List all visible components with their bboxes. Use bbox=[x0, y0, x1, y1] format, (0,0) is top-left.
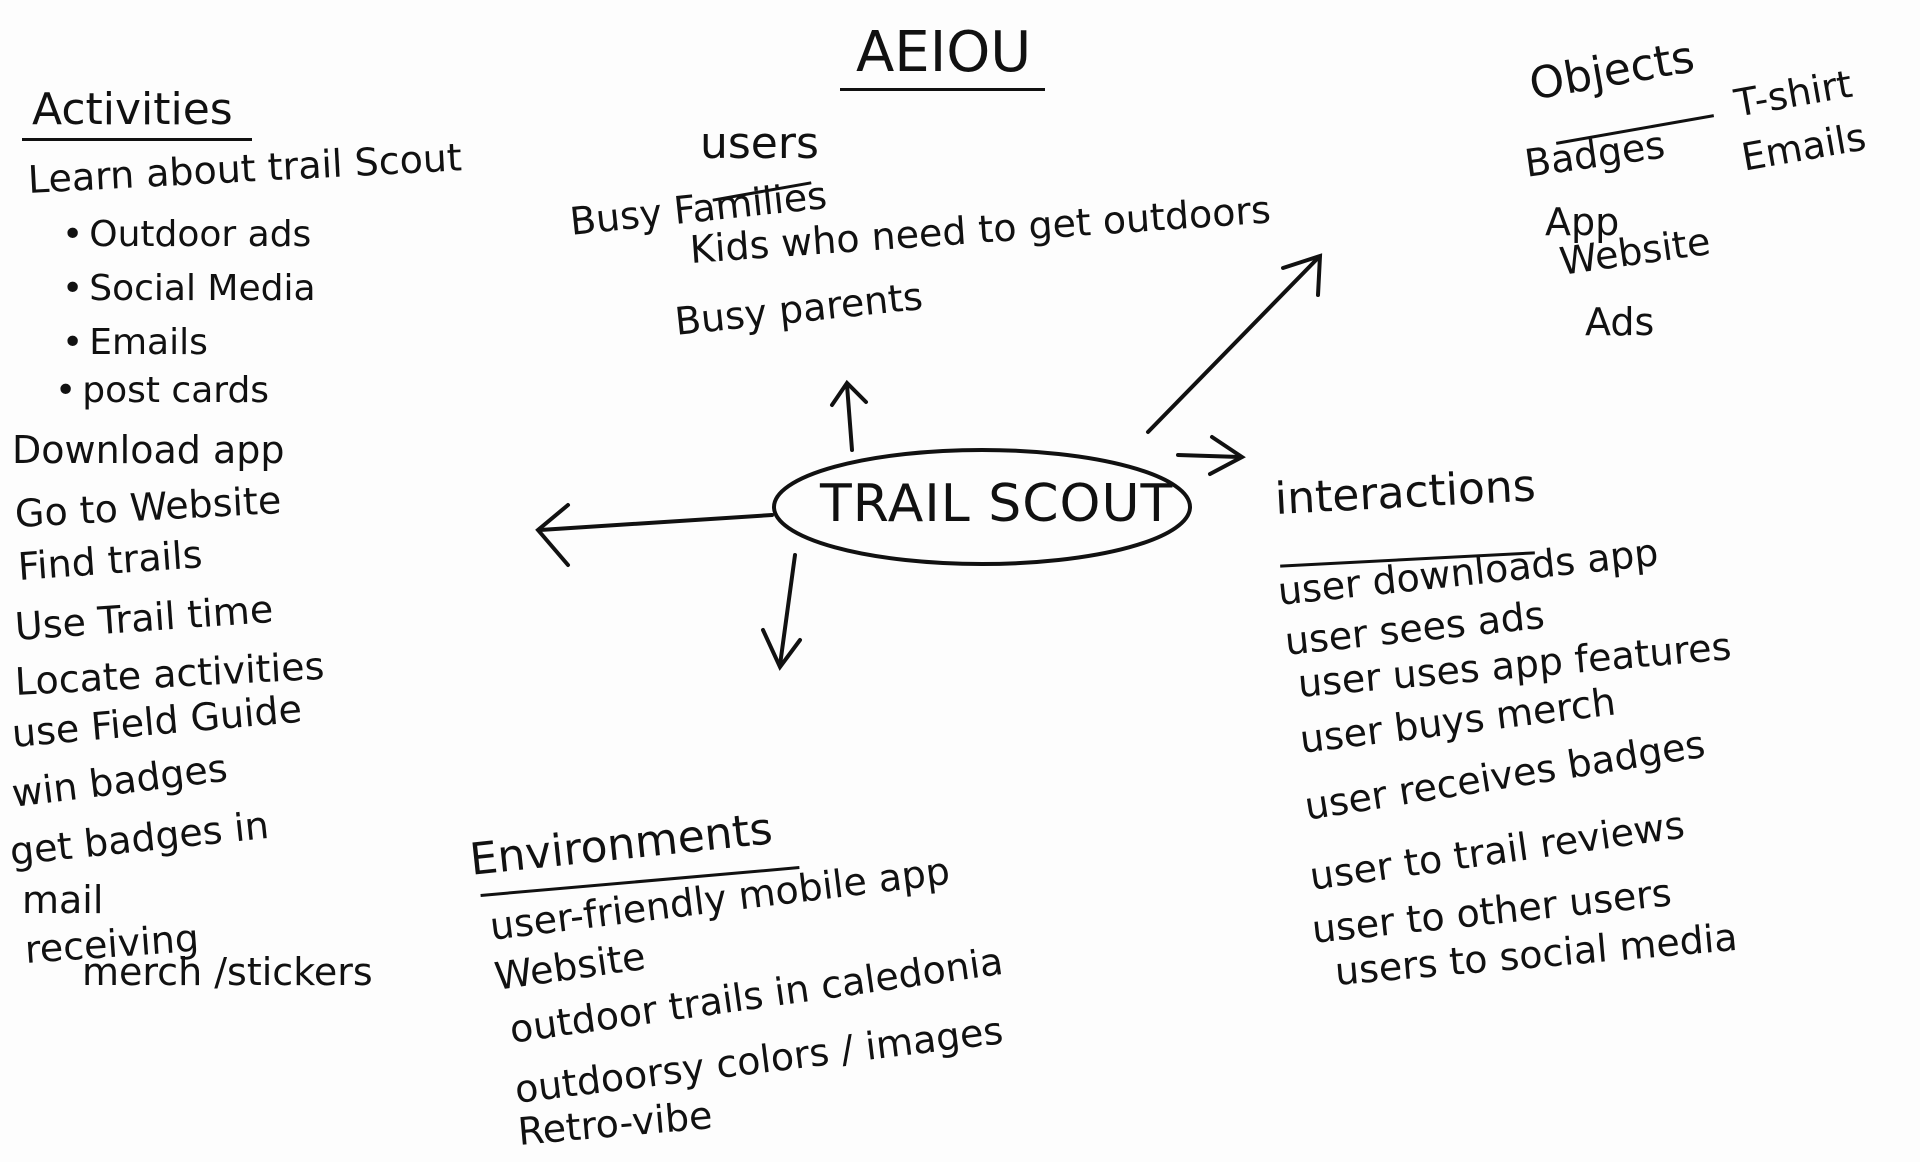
activities-bullet-2: Social Media bbox=[62, 268, 315, 309]
center-ellipse bbox=[772, 448, 1192, 566]
center-label: TRAIL SCOUT bbox=[820, 474, 1174, 534]
arrow-down bbox=[761, 553, 802, 671]
activities-bullet-4: post cards bbox=[55, 370, 269, 411]
objects-col1-item-2: App bbox=[1545, 200, 1620, 244]
arrow-up-right bbox=[1146, 253, 1323, 434]
activities-bullet-3: Emails bbox=[62, 322, 208, 363]
users-heading: users bbox=[700, 118, 819, 169]
activities-item-11: merch /stickers bbox=[82, 950, 373, 994]
activities-heading: Activities bbox=[32, 84, 233, 135]
arrow-up bbox=[830, 379, 868, 452]
activities-item-9: mail bbox=[22, 878, 104, 922]
arrow-left bbox=[535, 503, 774, 567]
activities-item-1: Download app bbox=[12, 428, 285, 472]
arrow-right bbox=[1176, 435, 1246, 476]
activities-bullet-1: Outdoor ads bbox=[62, 214, 311, 255]
activities-heading-underline bbox=[22, 138, 252, 141]
map-title-underline bbox=[840, 88, 1045, 91]
objects-col1-item-4: Ads bbox=[1585, 300, 1655, 344]
map-title: AEIOU bbox=[856, 20, 1032, 85]
